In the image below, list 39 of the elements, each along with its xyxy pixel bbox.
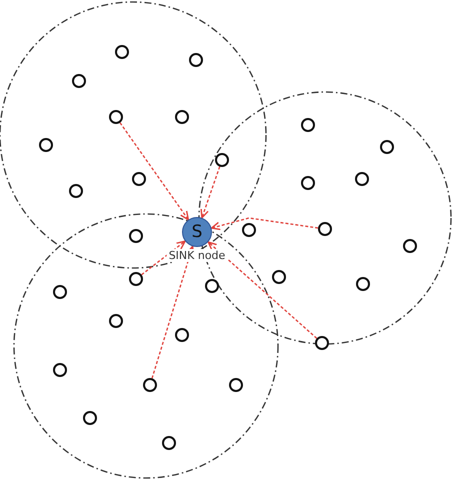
- sensor-node-circle: [242, 223, 256, 237]
- arrow: [208, 241, 318, 339]
- sensor-node-circle: [53, 285, 67, 299]
- sensor-node-circle: [132, 172, 146, 186]
- sensor-node-circle: [143, 378, 157, 392]
- sensor-node-circle: [109, 110, 123, 124]
- sensor-node-circle: [162, 436, 176, 450]
- sensor-node-circle: [175, 110, 189, 124]
- arrow: [120, 122, 190, 220]
- sensor-node-circle: [380, 140, 394, 154]
- sensor-node-circle: [318, 222, 332, 236]
- arrow: [151, 246, 194, 378]
- arrow: [200, 166, 220, 218]
- sensor-node-circle: [356, 277, 370, 291]
- sensor-node-circle: [272, 270, 286, 284]
- sensor-node-circle: [315, 336, 329, 350]
- sensor-node-circle: [205, 279, 219, 293]
- sensor-node-circle: [53, 363, 67, 377]
- sensor-node-circle: [175, 328, 189, 342]
- sensor-node-circle: [129, 272, 143, 286]
- sensor-node-circle: [69, 184, 83, 198]
- sensor-node-circle: [229, 378, 243, 392]
- node-letter: S: [192, 222, 202, 242]
- sensor-node-circle: [215, 153, 229, 167]
- sensor-node-circle: [39, 138, 53, 152]
- sensor-node-circle: [403, 239, 417, 253]
- sensor-node-circle: [115, 45, 129, 59]
- sink-node-circle: [182, 217, 212, 247]
- sensor-node-circle: [301, 176, 315, 190]
- node-caption: SINK node: [166, 249, 228, 262]
- arrow: [210, 217, 318, 230]
- sensor-node-circle: [355, 172, 369, 186]
- sensor-node-circle: [189, 53, 203, 67]
- sensor-node-circle: [83, 411, 97, 425]
- sensor-node-circle: [301, 118, 315, 132]
- sensor-node-circle: [72, 74, 86, 88]
- arrow: [141, 240, 186, 276]
- sensor-node-circle: [129, 229, 143, 243]
- sensor-node-circle: [109, 314, 123, 328]
